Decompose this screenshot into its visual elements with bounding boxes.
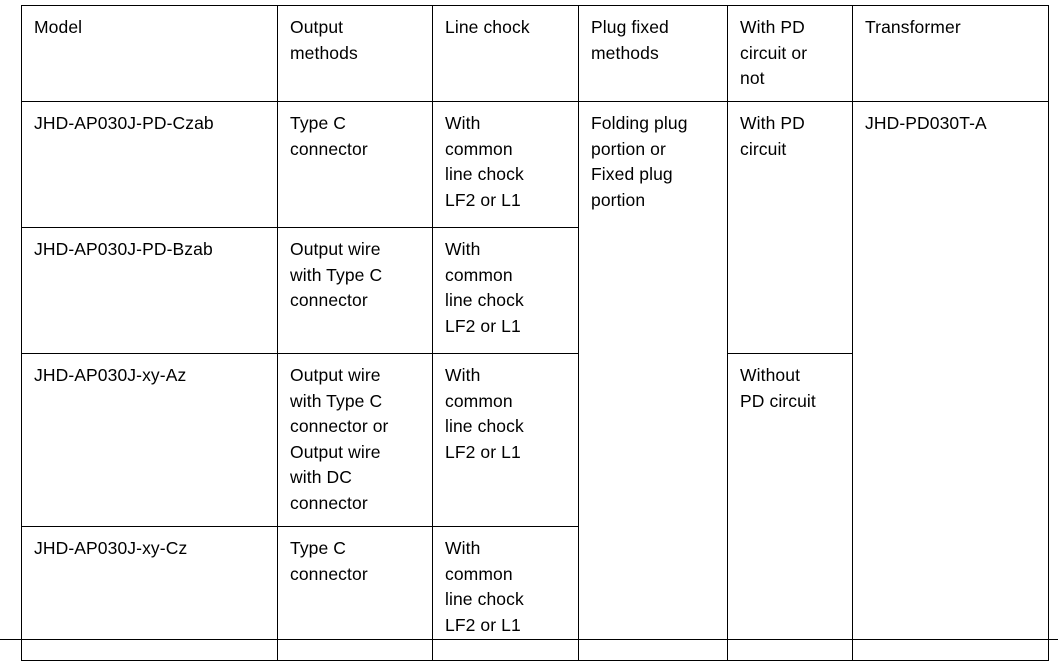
table-header-row: Model Output methods Line chock Plug fix…: [21, 5, 1049, 102]
cell-line-chock: With common line chock LF2 or L1: [432, 227, 579, 354]
column-header-line-chock: Line chock: [432, 5, 579, 102]
cell-output-methods-value: Output wire with Type C connector: [290, 239, 383, 310]
column-header-pd-circuit-label: With PD circuit or not: [740, 17, 808, 88]
cell-model: JHD-AP030J-xy-Az: [21, 353, 278, 527]
cell-output-methods: Output wire with Type C connector: [277, 227, 433, 354]
cell-line-chock-value: With common line chock LF2 or L1: [445, 365, 524, 462]
model-specification-table: Model Output methods Line chock Plug fix…: [21, 5, 1049, 661]
cell-plug-fixed-methods-value: Folding plug portion or Fixed plug porti…: [591, 113, 688, 210]
cell-pd-circuit-with-value: With PD circuit: [740, 113, 805, 159]
cell-model-value: JHD-AP030J-xy-Az: [34, 365, 187, 385]
cell-pd-circuit-without-value: Without PD circuit: [740, 365, 816, 411]
cell-line-chock-value: With common line chock LF2 or L1: [445, 239, 524, 336]
column-header-pd-circuit: With PD circuit or not: [727, 5, 853, 102]
cell-line-chock: With common line chock LF2 or L1: [432, 353, 579, 527]
table-row: JHD-AP030J-xy-Cz Type C connector With c…: [21, 526, 1049, 661]
column-header-line-chock-label: Line chock: [445, 17, 530, 37]
cell-line-chock-value: With common line chock LF2 or L1: [445, 538, 524, 635]
table-row: JHD-AP030J-PD-Bzab Output wire with Type…: [21, 227, 1049, 354]
cell-model: JHD-AP030J-PD-Czab: [21, 101, 278, 228]
cell-output-methods: Output wire with Type C connector or Out…: [277, 353, 433, 527]
column-header-plug-fixed-methods: Plug fixed methods: [578, 5, 728, 102]
cell-pd-circuit-with: With PD circuit: [727, 101, 853, 354]
cell-pd-circuit-without: Without PD circuit: [727, 353, 853, 661]
cell-model-value: JHD-AP030J-PD-Bzab: [34, 239, 213, 259]
cell-transformer-value: JHD-PD030T-A: [865, 113, 987, 133]
cell-output-methods: Type C connector: [277, 101, 433, 228]
column-header-model: Model: [21, 5, 278, 102]
cell-output-methods-value: Type C connector: [290, 113, 368, 159]
cell-line-chock: With common line chock LF2 or L1: [432, 101, 579, 228]
cell-output-methods: Type C connector: [277, 526, 433, 661]
cell-output-methods-value: Type C connector: [290, 538, 368, 584]
cell-line-chock-value: With common line chock LF2 or L1: [445, 113, 524, 210]
page-bottom-rule: [0, 639, 1058, 640]
cell-model: JHD-AP030J-xy-Cz: [21, 526, 278, 661]
table-row: JHD-AP030J-xy-Az Output wire with Type C…: [21, 353, 1049, 661]
column-header-output-methods: Output methods: [277, 5, 433, 102]
page-canvas: Model Output methods Line chock Plug fix…: [0, 5, 1058, 661]
column-header-plug-fixed-methods-label: Plug fixed methods: [591, 17, 669, 63]
table-row: JHD-AP030J-PD-Czab Type C connector With…: [21, 101, 1049, 661]
cell-plug-fixed-methods-merged: Folding plug portion or Fixed plug porti…: [578, 101, 728, 661]
column-header-transformer: Transformer: [852, 5, 1049, 102]
column-header-model-label: Model: [34, 17, 83, 37]
cell-model: JHD-AP030J-PD-Bzab: [21, 227, 278, 354]
cell-output-methods-value: Output wire with Type C connector or Out…: [290, 365, 389, 513]
column-header-output-methods-label: Output methods: [290, 17, 358, 63]
cell-line-chock: With common line chock LF2 or L1: [432, 526, 579, 661]
cell-transformer-merged: JHD-PD030T-A: [852, 101, 1049, 661]
cell-model-value: JHD-AP030J-xy-Cz: [34, 538, 188, 558]
column-header-transformer-label: Transformer: [865, 17, 961, 37]
cell-model-value: JHD-AP030J-PD-Czab: [34, 113, 214, 133]
